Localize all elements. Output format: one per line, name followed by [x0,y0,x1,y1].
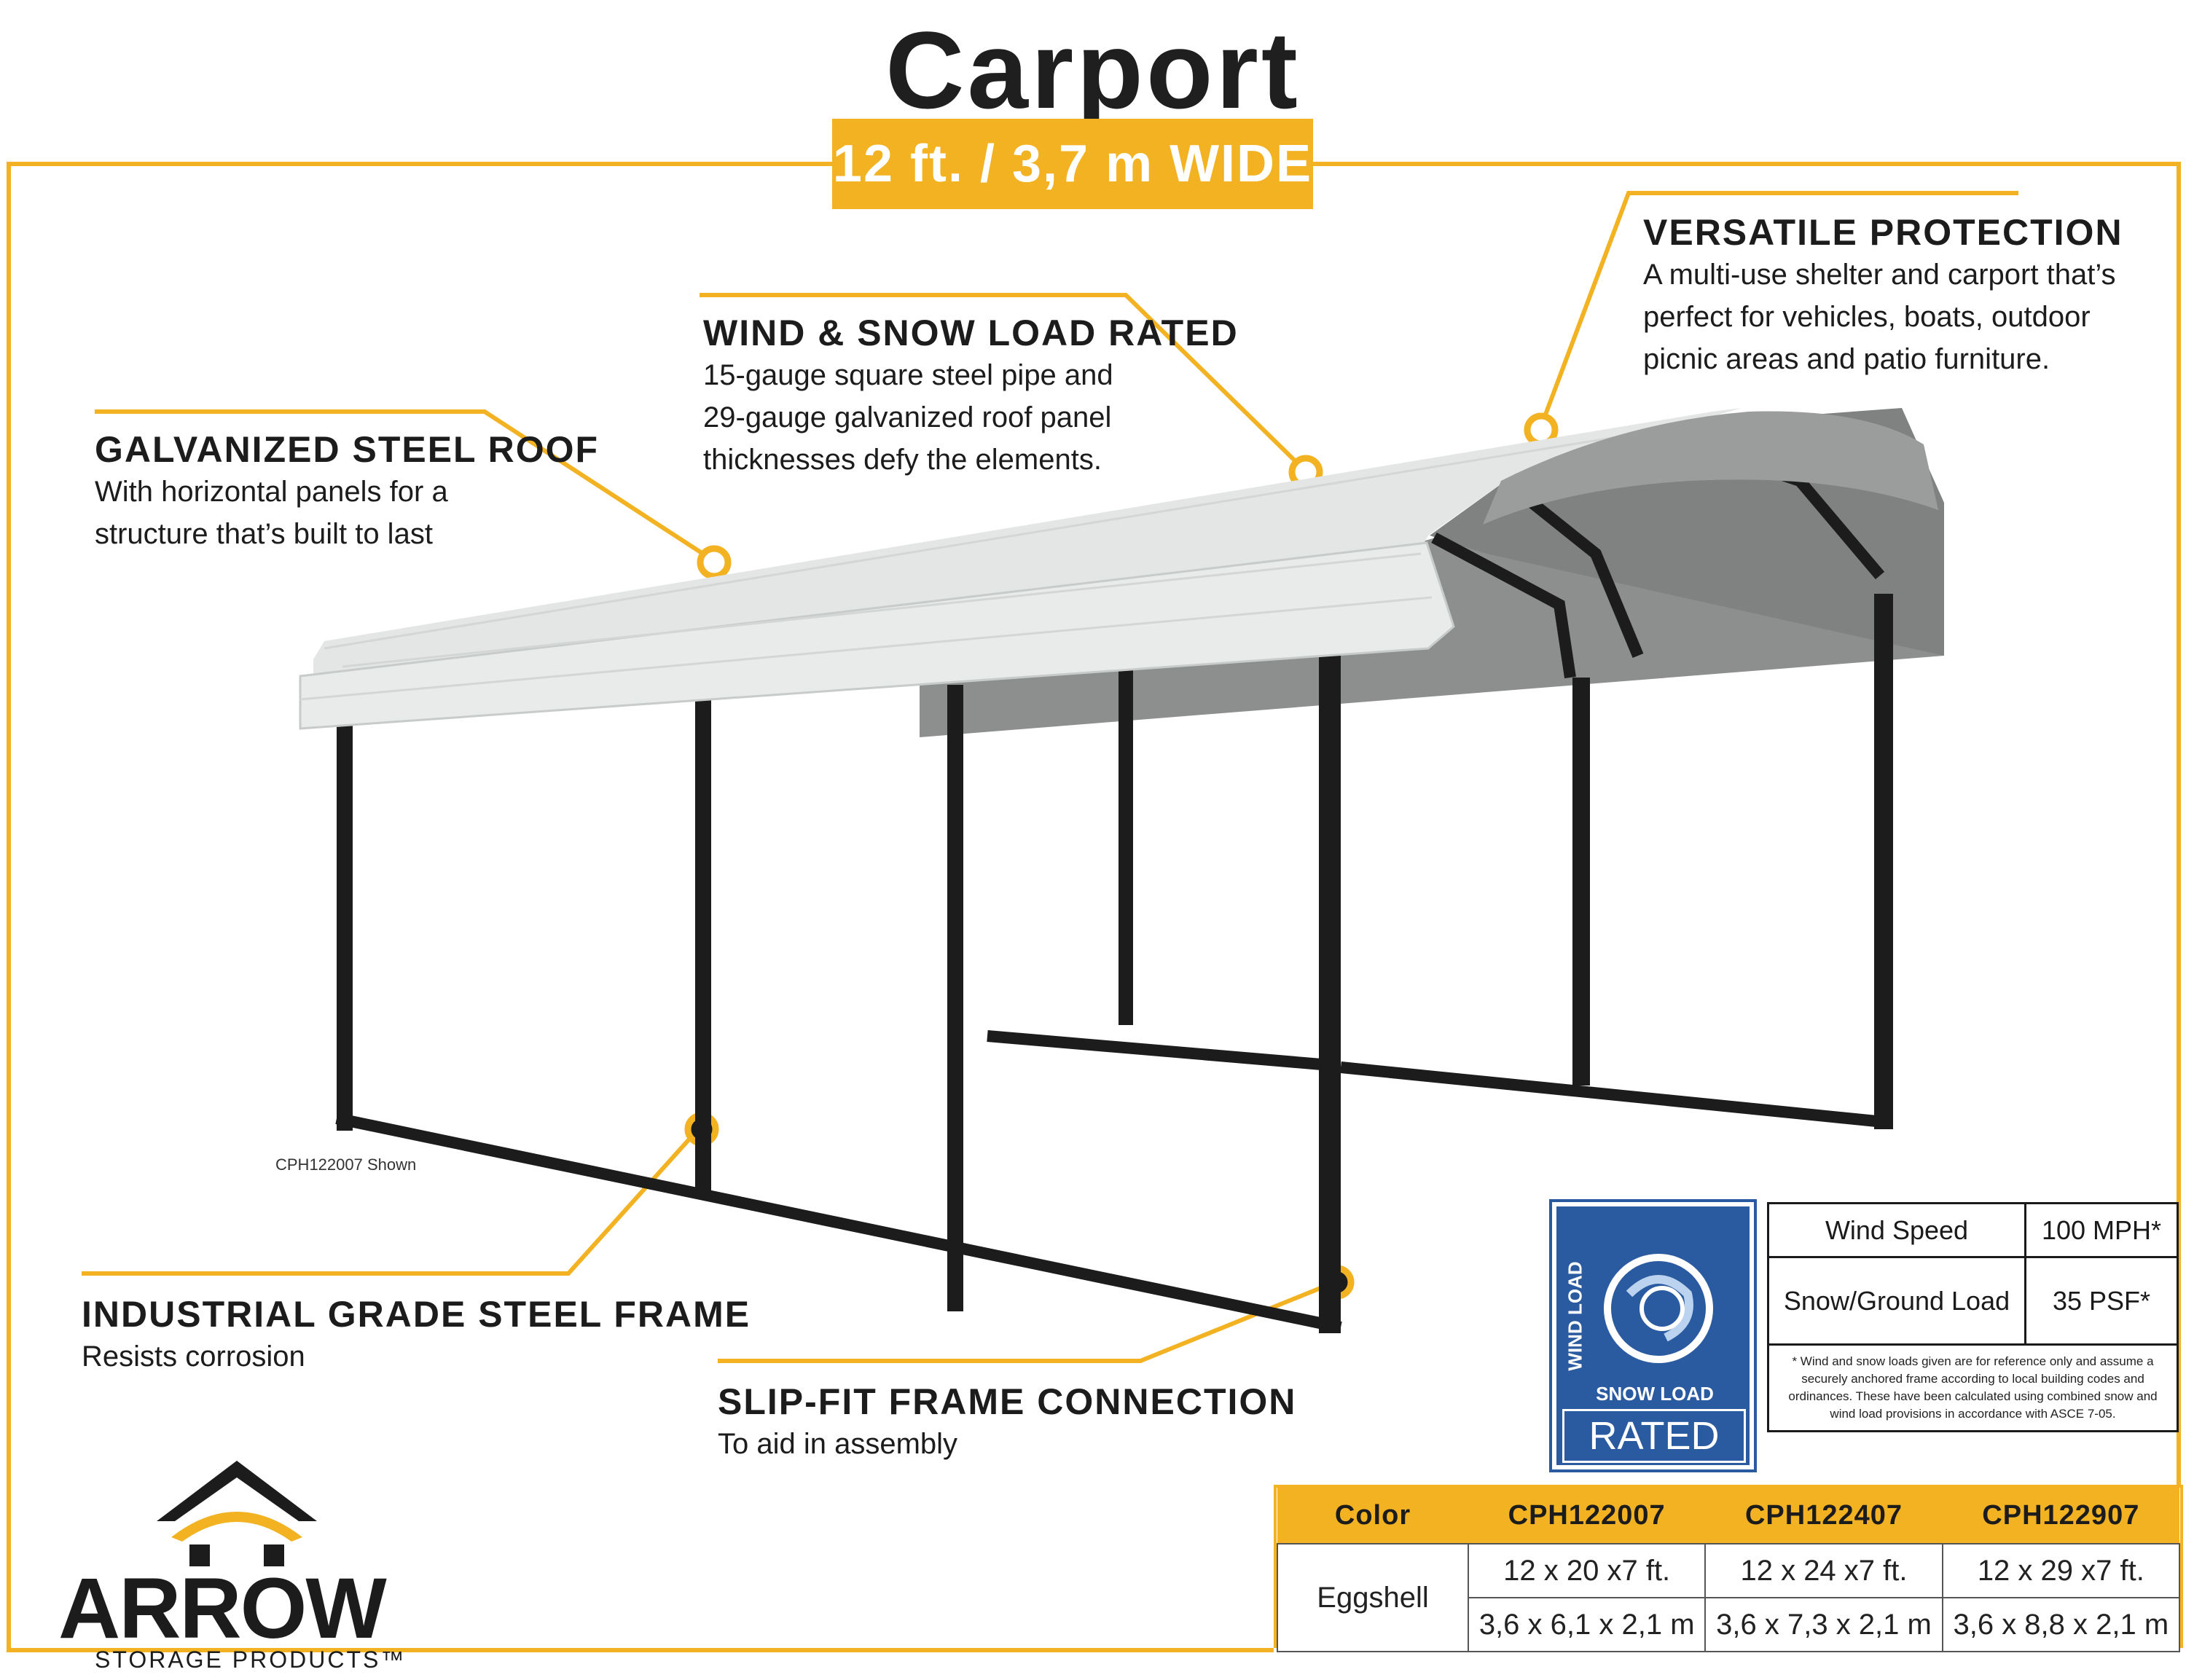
load-rated-logo: WIND LOAD SNOW LOAD RATED [1549,1199,1757,1472]
table-header-row: Color CPH122007 CPH122407 CPH122907 [1277,1488,2179,1544]
callout-body-line: 29-gauge galvanized roof panel [703,401,1112,433]
callout-body-line: Resists corrosion [82,1341,305,1373]
color-cell: Eggshell [1277,1543,1469,1652]
brand-subtitle: STORAGE PRODUCTS™ [95,1646,407,1673]
model-size-table: Color CPH122007 CPH122407 CPH122907 Eggs… [1277,1488,2181,1652]
callout-heading: SLIP-FIT FRAME CONNECTION [718,1381,1297,1422]
callout-body-line: picnic areas and patio furniture. [1643,343,2050,375]
page-title: Carport [885,9,1301,131]
imperial-size-cell: 12 x 24 x7 ft. [1704,1543,1943,1598]
callout-galvanized-roof: GALVANIZED STEEL ROOF With horizontal pa… [95,428,599,555]
imperial-size-cell: 12 x 20 x7 ft. [1467,1543,1707,1598]
spec-label: Wind Speed [1767,1202,2026,1258]
table-row: Wind Speed 100 MPH* [1767,1202,2179,1258]
callout-steel-frame: INDUSTRIAL GRADE STEEL FRAME Resists cor… [82,1293,751,1378]
house-roof-icon [157,1461,317,1566]
callout-heading: WIND & SNOW LOAD RATED [703,313,1239,353]
metric-size-cell: 3,6 x 6,1 x 2,1 m [1467,1597,1707,1652]
callout-body-line: perfect for vehicles, boats, outdoor [1643,301,2091,333]
callout-heading: INDUSTRIAL GRADE STEEL FRAME [82,1294,751,1335]
callout-body-line: thicknesses defy the elements. [703,444,1102,476]
callout-body-line: A multi-use shelter and carport that’s [1643,259,2116,291]
column-header: Color [1277,1488,1468,1544]
swirl-icon [1604,1254,1713,1363]
wind-snow-spec-table: Wind Speed 100 MPH* Snow/Ground Load 35 … [1767,1202,2179,1432]
width-banner-text: 12 ft. / 3,7 m WIDE [832,135,1313,193]
callout-body-line: structure that’s built to last [95,518,433,550]
width-banner: 12 ft. / 3,7 m WIDE [832,119,1313,209]
rated-label: RATED [1562,1409,1746,1463]
snow-load-label: SNOW LOAD [1596,1383,1714,1405]
table-row: * Wind and snow loads given are for refe… [1767,1343,2179,1432]
callout-wind-snow: WIND & SNOW LOAD RATED 15-gauge square s… [703,312,1239,481]
column-header: CPH122007 [1468,1488,1706,1544]
metric-size-cell: 3,6 x 7,3 x 2,1 m [1704,1597,1943,1652]
spec-value: 100 MPH* [2024,1202,2179,1258]
imperial-size-cell: 12 x 29 x7 ft. [1941,1543,2181,1598]
callout-body-line: To aid in assembly [718,1428,958,1460]
column-header: CPH122407 [1705,1488,1943,1544]
metric-size-cell: 3,6 x 8,8 x 2,1 m [1941,1597,2181,1652]
table-row: 3,6 x 6,1 x 2,1 m 3,6 x 7,3 x 2,1 m 3,6 … [1277,1597,2181,1652]
table-row: Eggshell 12 x 20 x7 ft. 12 x 24 x7 ft. 1… [1277,1543,2181,1652]
column-header: CPH122907 [1942,1488,2179,1544]
spec-value: 35 PSF* [2024,1256,2179,1346]
callout-body-line: 15-gauge square steel pipe and [703,359,1113,391]
callout-heading: VERSATILE PROTECTION [1643,212,2123,253]
wind-load-label: WIND LOAD [1564,1260,1586,1371]
image-caption: CPH122007 Shown [275,1155,417,1174]
spec-footnote: * Wind and snow loads given are for refe… [1767,1343,2179,1432]
callout-slip-fit: SLIP-FIT FRAME CONNECTION To aid in asse… [718,1381,1296,1465]
table-row: Snow/Ground Load 35 PSF* [1767,1256,2179,1346]
callout-versatile: VERSATILE PROTECTION A multi-use shelter… [1643,211,2123,380]
spec-label: Snow/Ground Load [1767,1256,2026,1346]
callout-body-line: With horizontal panels for a [95,476,448,508]
callout-heading: GALVANIZED STEEL ROOF [95,429,600,470]
brand-name: ARROW [58,1561,387,1657]
